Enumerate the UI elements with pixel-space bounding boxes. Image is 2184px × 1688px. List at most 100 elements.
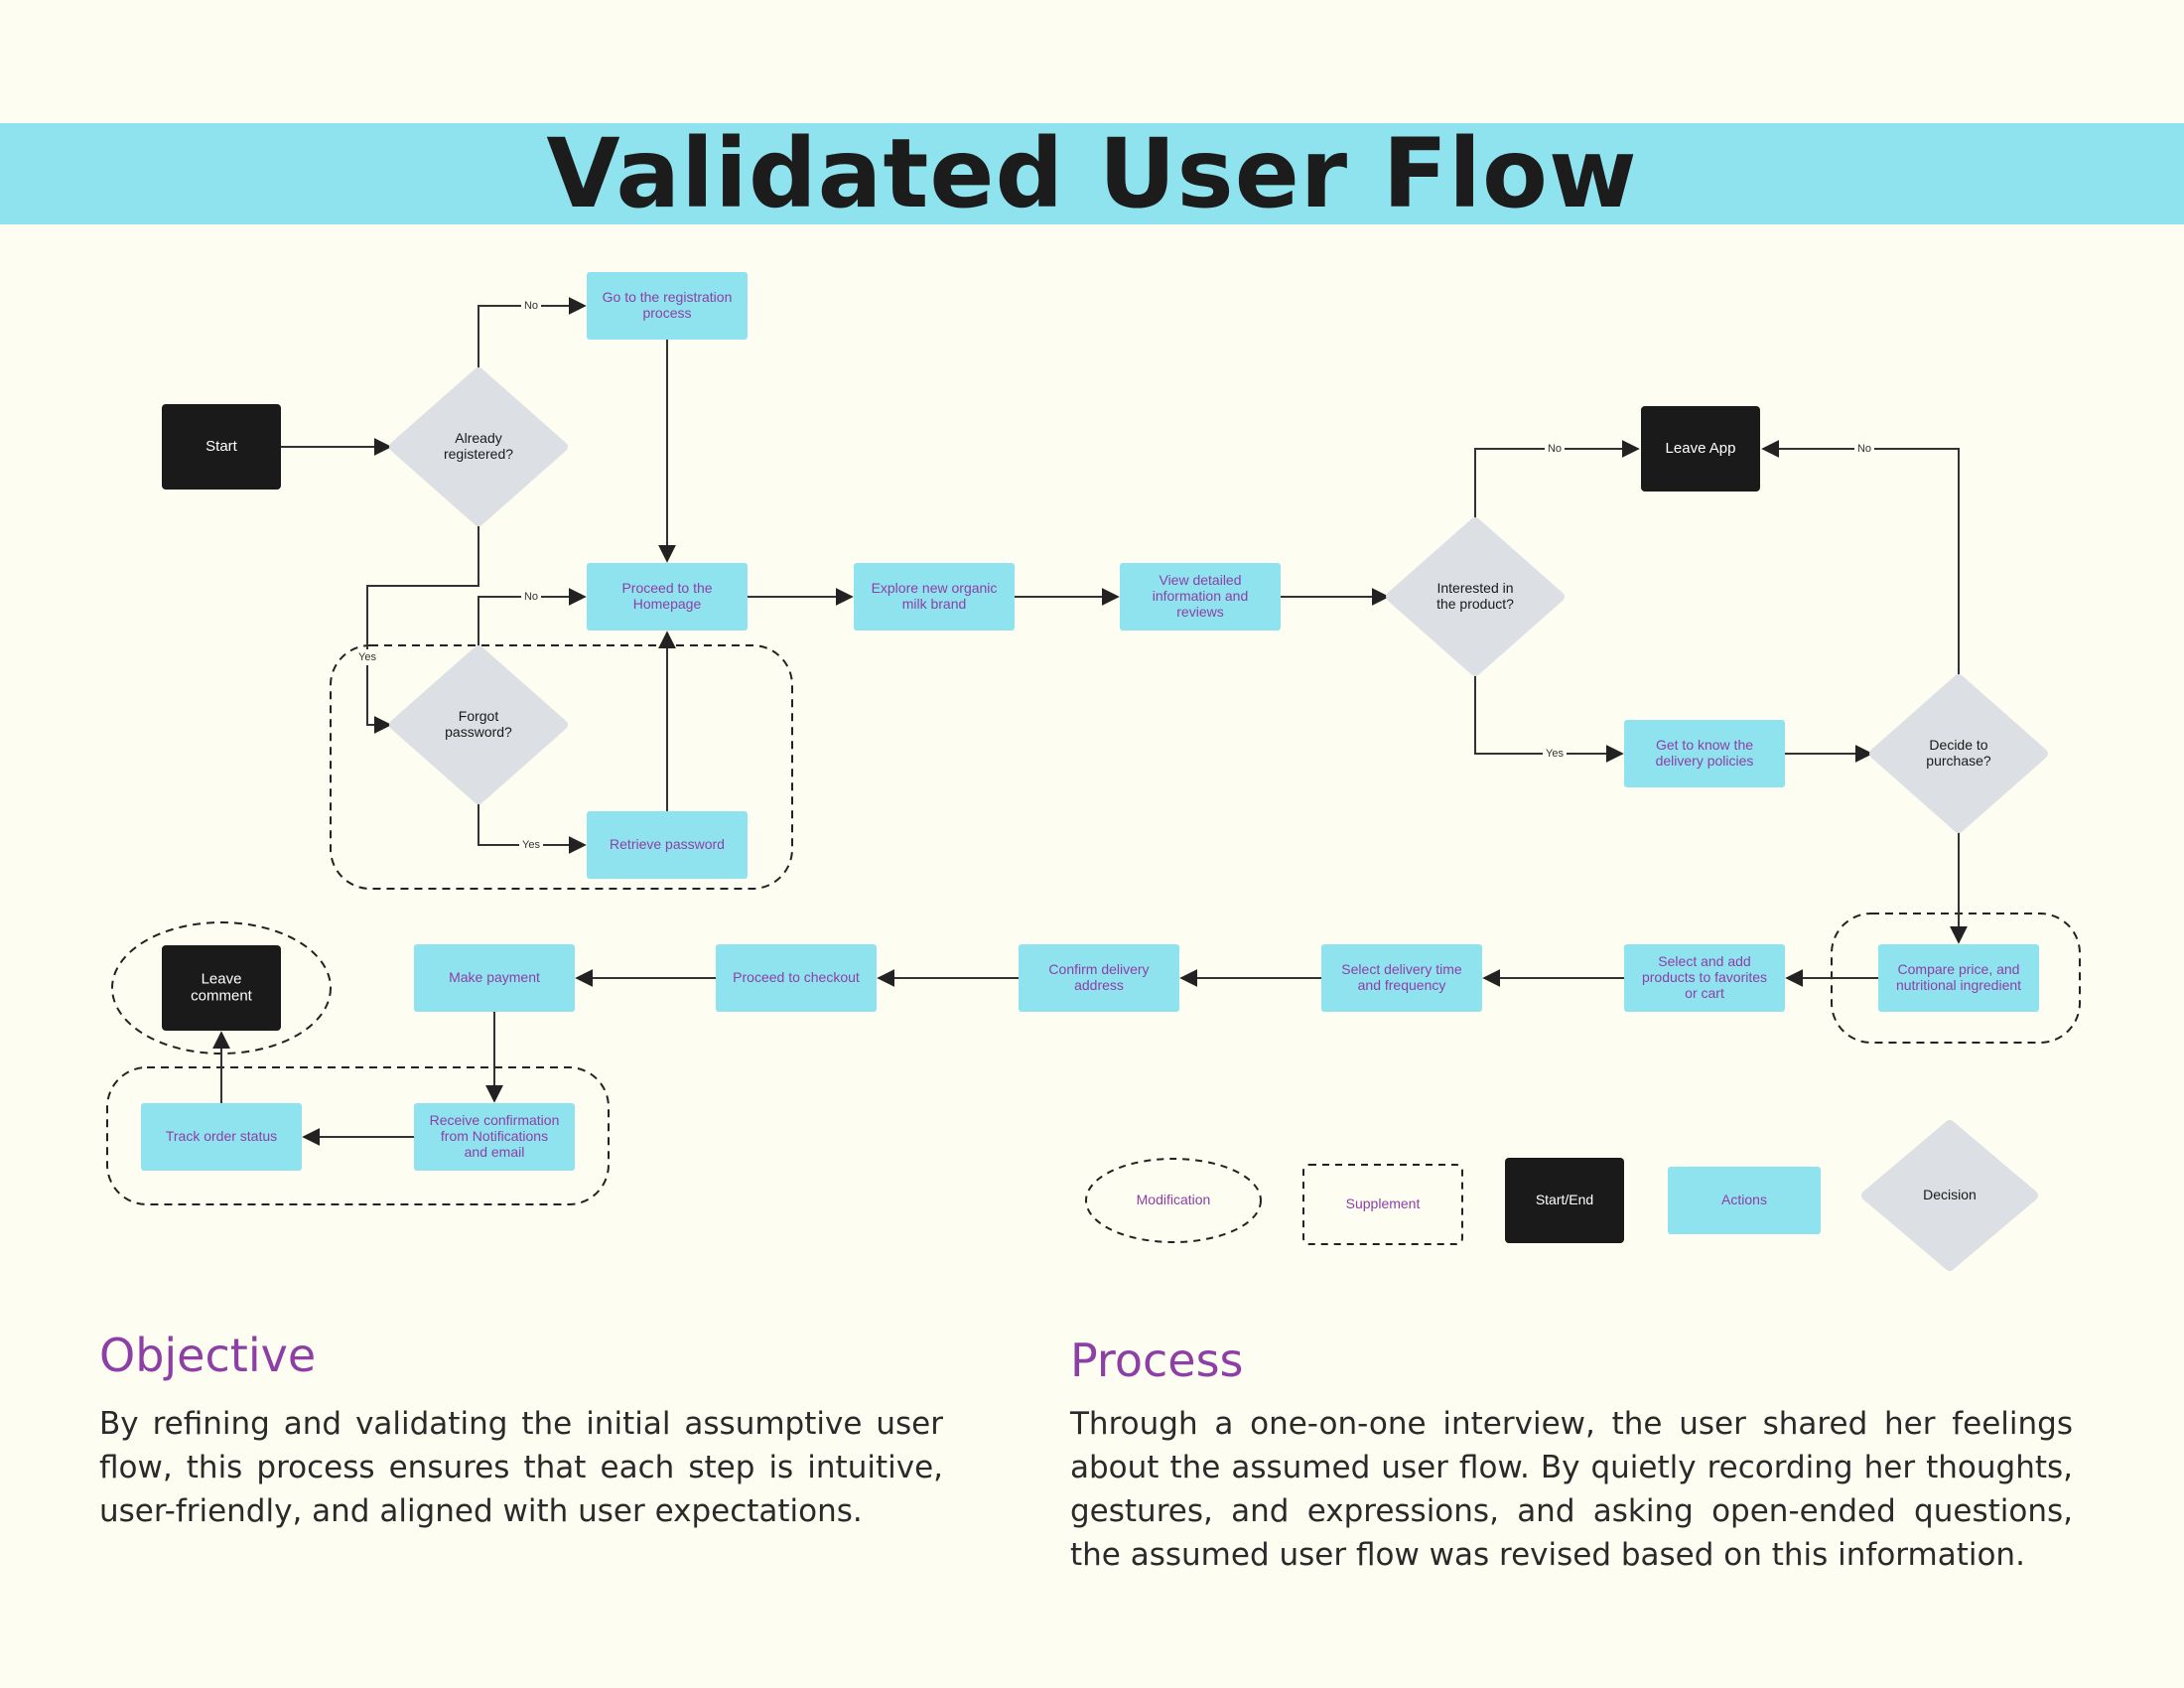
edge-label-bg bbox=[1545, 441, 1565, 457]
legend-startend-shape bbox=[1505, 1158, 1624, 1243]
edge-label-no: No bbox=[524, 591, 538, 603]
retrieve-password-node: Retrieve password bbox=[587, 811, 748, 879]
edge-label-bg bbox=[355, 649, 379, 665]
order-tracking-supplement-group bbox=[106, 1066, 610, 1205]
make-payment-shape bbox=[414, 944, 575, 1012]
edge-forgot-no bbox=[478, 588, 587, 650]
select-delivery-time-shape bbox=[1321, 944, 1482, 1012]
process-body: Through a one-on-one interview, the user… bbox=[1070, 1406, 2073, 1573]
confirm-address-shape bbox=[1019, 944, 1179, 1012]
edge-decide-no bbox=[1761, 440, 1960, 679]
edge-forgot-yes bbox=[478, 799, 587, 854]
interested-shape bbox=[1386, 517, 1565, 676]
legend-modification-label: Modification bbox=[1137, 1192, 1211, 1207]
edge-registered-no bbox=[478, 297, 587, 372]
go-registration-shape bbox=[587, 272, 748, 340]
title-banner: Validated User Flow bbox=[0, 123, 2184, 224]
forgot-password-supplement-group bbox=[330, 644, 793, 890]
track-order-label: Track order status bbox=[166, 1128, 277, 1144]
forgot-password-shape bbox=[389, 645, 568, 804]
legend-startend-label: Start/End bbox=[1536, 1192, 1593, 1207]
proceed-homepage-shape bbox=[587, 563, 748, 631]
edge-label-no: No bbox=[524, 300, 538, 312]
objective-body: By refining and validating the initial a… bbox=[99, 1406, 943, 1529]
legend-actions-label: Actions bbox=[1721, 1192, 1767, 1207]
select-add-shape bbox=[1624, 944, 1785, 1012]
leave-app-node: Leave App bbox=[1641, 406, 1760, 492]
edge-label-bg bbox=[1543, 746, 1567, 762]
leave-comment-shape bbox=[162, 945, 281, 1031]
retrieve-password-label: Retrieve password bbox=[610, 836, 725, 852]
edge-label-no: No bbox=[1857, 443, 1871, 455]
proceed-checkout-node: Proceed to checkout bbox=[716, 944, 877, 1012]
legend-decision-shape bbox=[1861, 1120, 2038, 1271]
edge-interested-no bbox=[1474, 440, 1640, 522]
legend-modification-shape bbox=[1085, 1158, 1262, 1243]
view-details-shape bbox=[1120, 563, 1281, 631]
retrieve-password-shape bbox=[587, 811, 748, 879]
process-heading: Process bbox=[1070, 1334, 1244, 1387]
edge-label-bg bbox=[519, 837, 543, 853]
make-payment-label: Make payment bbox=[449, 969, 540, 985]
legend-supplement-label: Supplement bbox=[1346, 1196, 1421, 1211]
delivery-policies-shape bbox=[1624, 720, 1785, 787]
track-order-node: Track order status bbox=[141, 1103, 302, 1171]
edge-label-yes: Yes bbox=[358, 651, 376, 663]
edge-label-bg bbox=[521, 298, 541, 314]
make-payment-node: Make payment bbox=[414, 944, 575, 1012]
objective-heading: Objective bbox=[99, 1329, 317, 1382]
track-order-shape bbox=[141, 1103, 302, 1171]
receive-confirmation-shape bbox=[414, 1103, 575, 1171]
legend-actions-shape bbox=[1668, 1167, 1821, 1234]
proceed-checkout-label: Proceed to checkout bbox=[733, 969, 860, 985]
start-shape bbox=[162, 404, 281, 490]
leave-app-label: Leave App bbox=[1666, 440, 1736, 457]
compare-price-shape bbox=[1878, 944, 2039, 1012]
edge-label-no: No bbox=[1548, 443, 1562, 455]
start-node: Start bbox=[162, 404, 281, 490]
edge-label-yes: Yes bbox=[522, 839, 540, 851]
explore-brand-shape bbox=[854, 563, 1015, 631]
edge-label-bg bbox=[521, 589, 541, 605]
edge-label-yes: Yes bbox=[1546, 748, 1564, 760]
proceed-checkout-shape bbox=[716, 944, 877, 1012]
legend-decision-label: Decision bbox=[1923, 1187, 1977, 1202]
edge-interested-yes bbox=[1474, 671, 1624, 763]
decide-purchase-shape bbox=[1869, 674, 2048, 833]
already-registered-shape bbox=[389, 367, 568, 526]
edge-label-bg bbox=[1854, 441, 1874, 457]
page-title: Validated User Flow bbox=[546, 118, 1638, 229]
start-label: Start bbox=[205, 438, 238, 455]
